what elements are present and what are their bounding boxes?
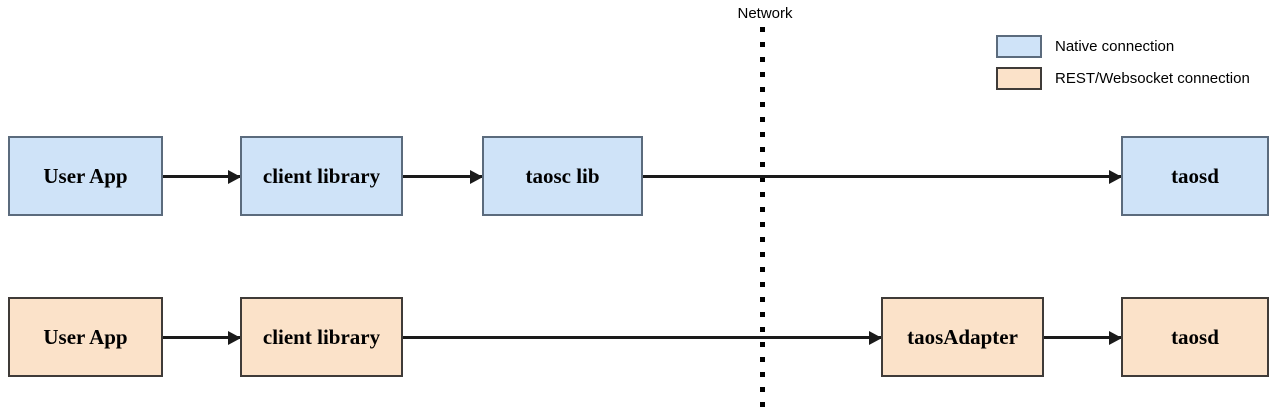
- flow-arrow: [163, 336, 240, 339]
- legend-label-native: Native connection: [1055, 37, 1175, 55]
- flow-arrow: [403, 175, 482, 178]
- legend-item-native: Native connection: [996, 30, 1250, 62]
- node-box-user-app: User App: [8, 297, 163, 377]
- legend-label-rest: REST/Websocket connection: [1055, 69, 1250, 87]
- node-box-client-library: client library: [240, 136, 403, 216]
- flow-arrow: [1044, 336, 1121, 339]
- legend-swatch-native: [996, 34, 1042, 58]
- network-divider-line: [760, 27, 765, 409]
- node-box-taosd: taosd: [1121, 297, 1269, 377]
- node-box-taosd: taosd: [1121, 136, 1269, 216]
- node-box-taosc-lib: taosc lib: [482, 136, 643, 216]
- node-box-user-app: User App: [8, 136, 163, 216]
- legend-swatch-rest: [996, 66, 1042, 90]
- node-box-client-library: client library: [240, 297, 403, 377]
- legend-item-rest: REST/Websocket connection: [996, 62, 1250, 94]
- flow-arrow: [403, 336, 881, 339]
- flow-arrow: [163, 175, 240, 178]
- node-box-taosadapter: taosAdapter: [881, 297, 1044, 377]
- network-divider-label: Network: [737, 5, 793, 22]
- flow-arrow: [643, 175, 1121, 178]
